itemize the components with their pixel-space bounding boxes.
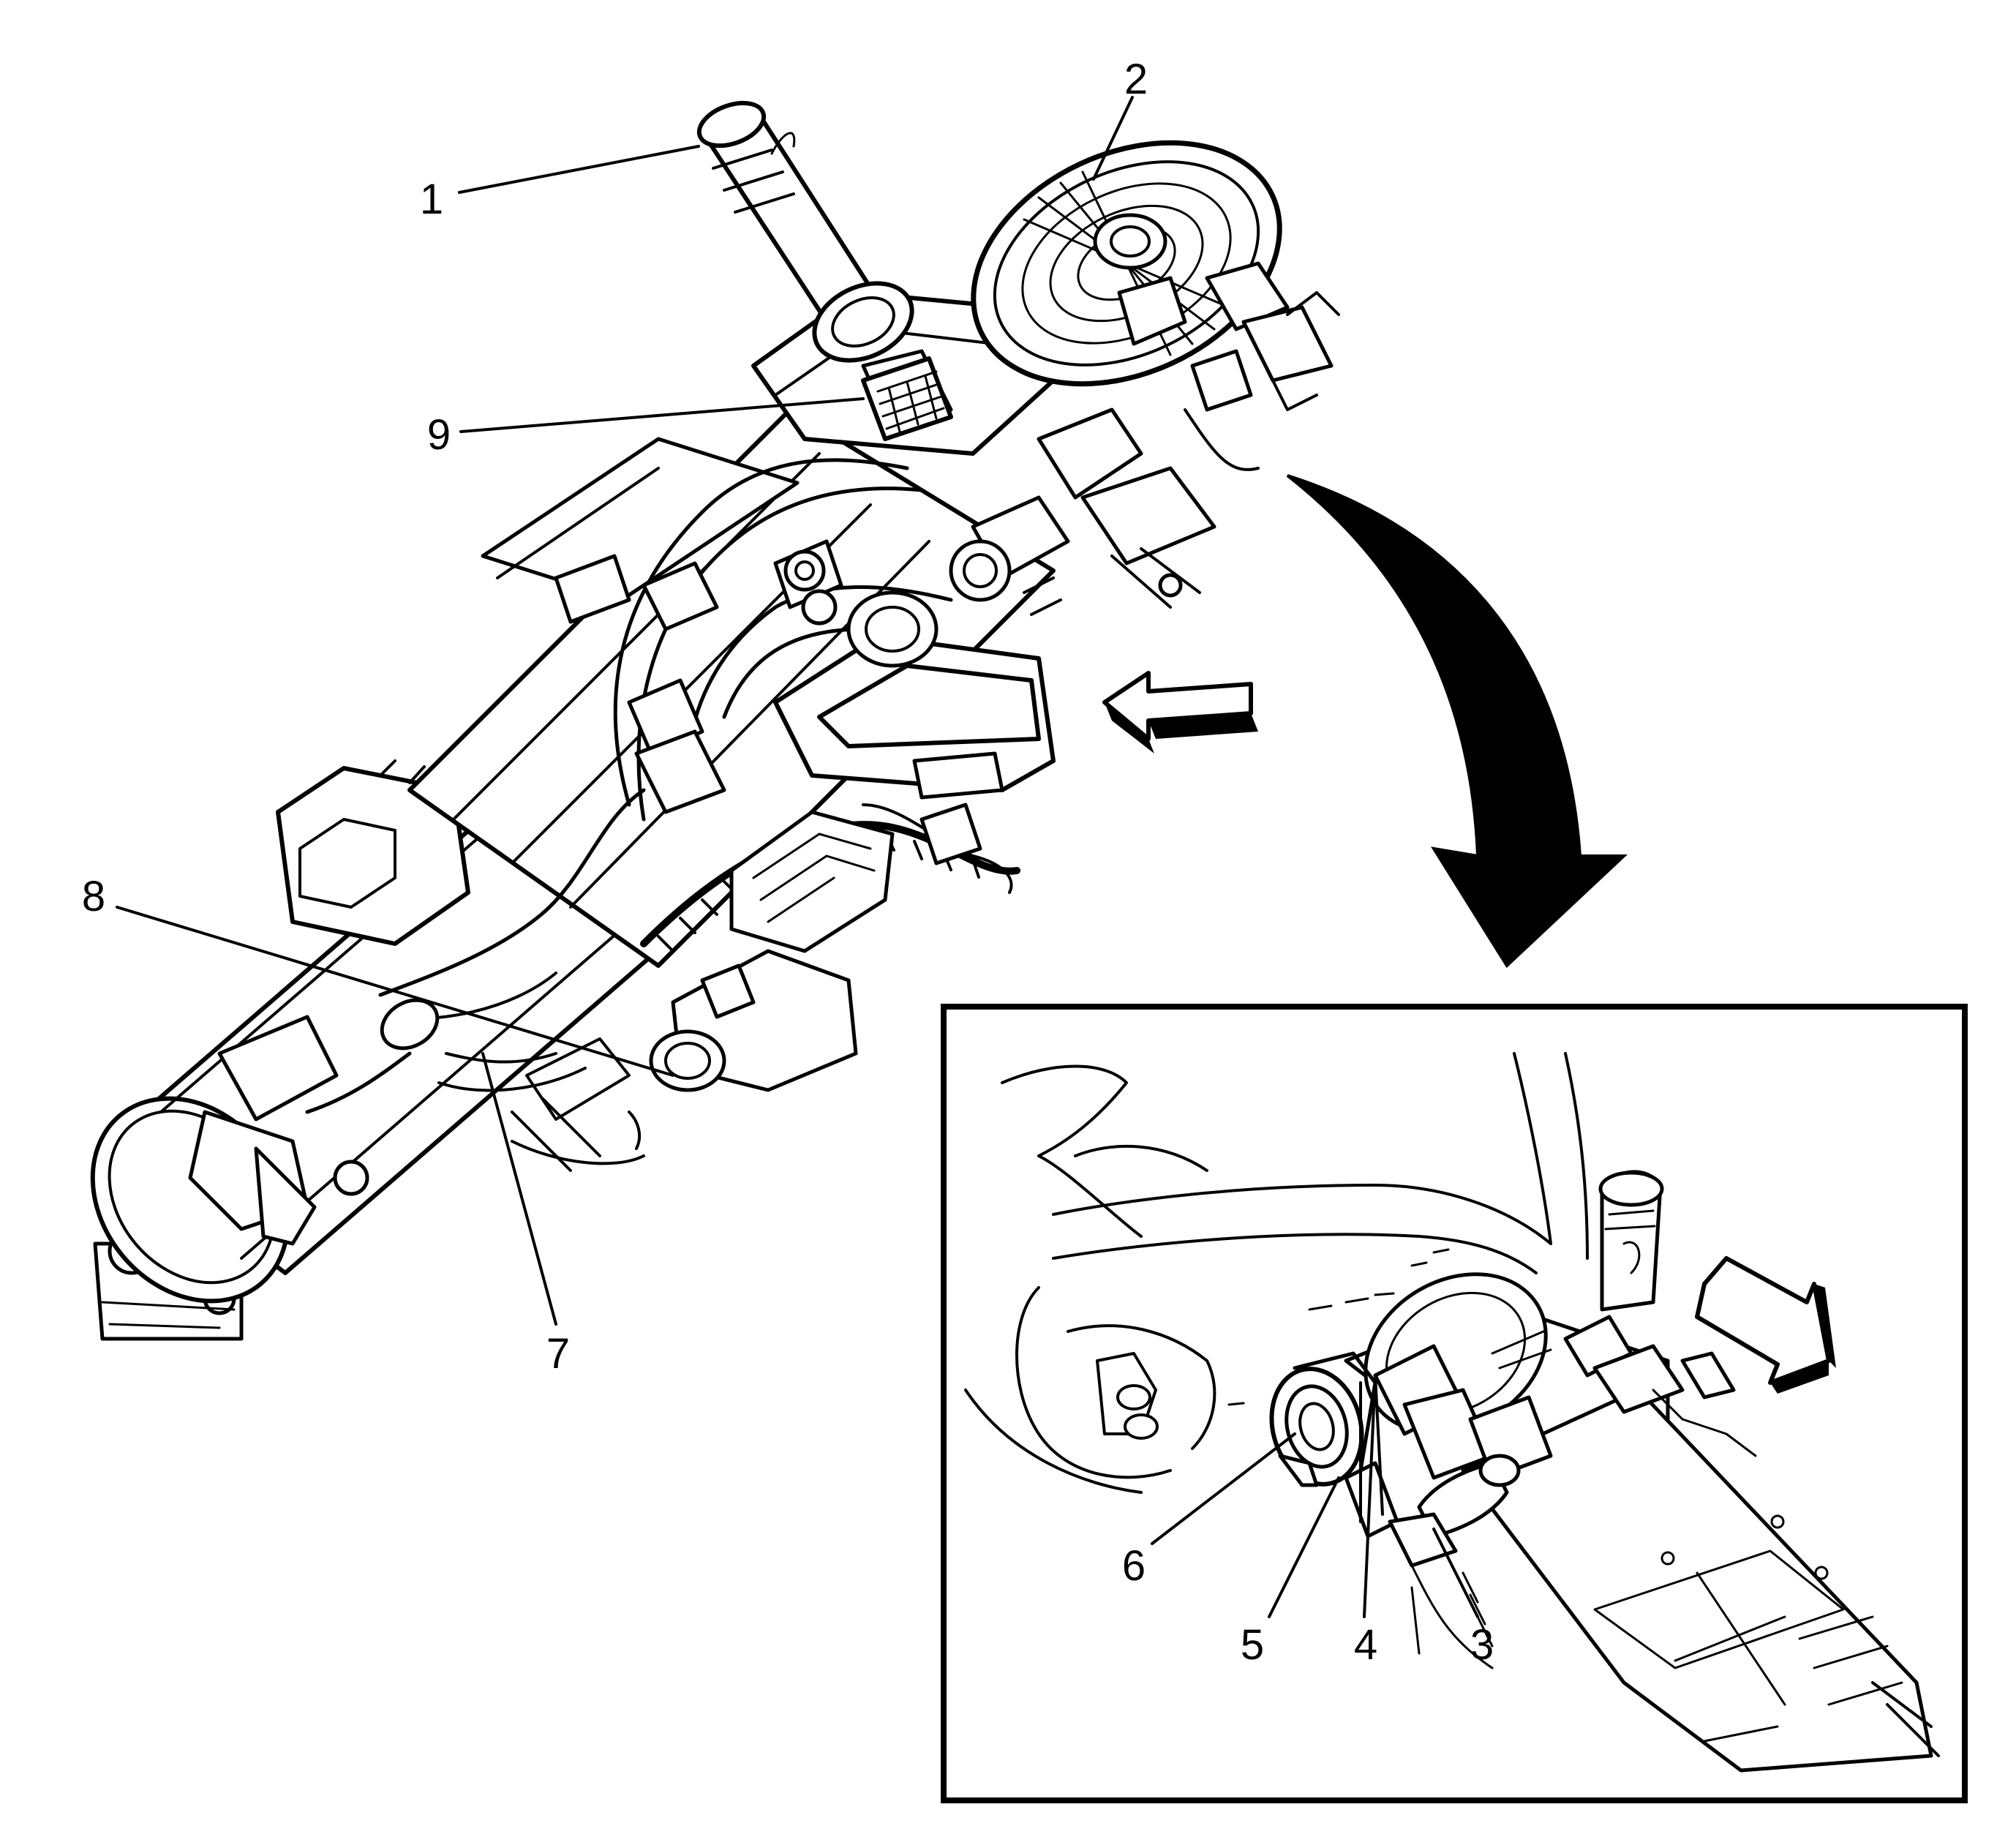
direction-arrow-right-icon xyxy=(1695,1256,1836,1394)
inset-retainer-and-clip xyxy=(1344,1374,1399,1538)
callout-8: 8 xyxy=(82,873,105,920)
inset-detail-view xyxy=(941,1004,1968,1803)
callout-4: 4 xyxy=(1354,1621,1377,1669)
lower-wire-bundle xyxy=(305,788,646,1114)
clockspring xyxy=(971,140,1340,471)
upper-column-tube xyxy=(407,407,1056,968)
callout-leaders-inset xyxy=(1151,1374,1479,1618)
callout-5: 5 xyxy=(1241,1621,1264,1669)
callout-9: 9 xyxy=(427,411,451,459)
lower-wiring-harness xyxy=(511,810,1020,1172)
inset-turn-signal-stalk xyxy=(1598,1170,1664,1312)
turn-signal-stalk xyxy=(696,100,914,363)
inset-steering-angle-sensor xyxy=(1269,1351,1377,1487)
steering-column-assembly xyxy=(90,100,1340,1341)
inset-upper-shroud xyxy=(964,1052,1589,1494)
callout-leaders-main xyxy=(116,96,1134,1326)
callout-6: 6 xyxy=(1122,1542,1146,1590)
callout-1: 1 xyxy=(420,176,443,223)
upper-connector xyxy=(861,356,953,441)
callout-2: 2 xyxy=(1124,56,1148,103)
direction-arrow-left-icon xyxy=(1102,671,1258,754)
callout-labels: 1 2 9 8 7 6 5 4 3 xyxy=(82,56,1494,1669)
tilt-lock-housing xyxy=(773,495,1070,800)
callout-3: 3 xyxy=(1470,1621,1494,1669)
column-wiring xyxy=(554,458,1013,894)
curved-arrow-icon xyxy=(1286,474,1628,969)
callout-7: 7 xyxy=(546,1330,570,1378)
power-assist-motor xyxy=(188,759,470,1246)
inset-clockspring xyxy=(1364,1272,1553,1480)
inset-harness-connector xyxy=(1388,1454,1521,1669)
